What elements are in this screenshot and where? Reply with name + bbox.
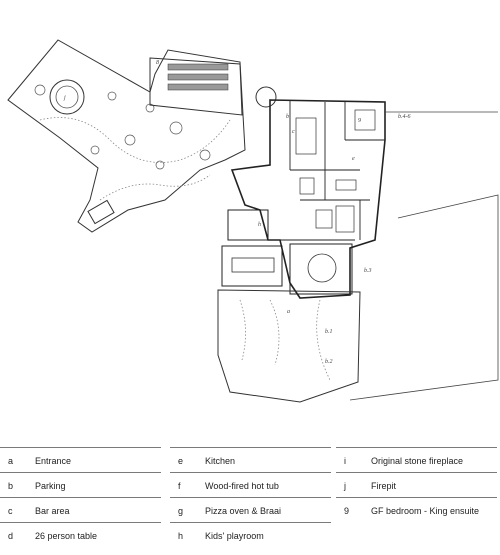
legend-label: Wood-fired hot tub	[205, 481, 279, 491]
legend-row: b Parking	[0, 472, 161, 497]
lounge-round-table	[307, 253, 337, 283]
top-structure	[149, 57, 243, 116]
legend-key: j	[344, 481, 346, 491]
furniture	[295, 109, 376, 233]
legend-label: Parking	[35, 481, 66, 491]
label-b: b	[286, 114, 289, 120]
legend-label: Original stone fireplace	[371, 456, 464, 466]
garden-path-2	[99, 174, 211, 201]
legend-label: Kids' playroom	[205, 531, 264, 541]
label-b-4-6: b.4-6	[398, 113, 411, 120]
label-a: a	[287, 309, 290, 315]
legend-col-1: a Entrance b Parking c Bar area d 26 person …	[0, 447, 161, 547]
label-b-2: b.2	[325, 359, 333, 365]
label-9: 9	[358, 118, 361, 124]
legend-row: i Original stone fireplace	[336, 447, 497, 472]
legend-label: Entrance	[35, 456, 72, 466]
label-b-1: b.1	[325, 329, 333, 335]
lower-garden	[217, 289, 361, 403]
firepit-circle	[49, 79, 85, 115]
legend-row: h Kids' playroom	[170, 522, 331, 547]
legend-label: GF bedroom - King ensuite	[371, 506, 480, 516]
firepit-inner	[55, 85, 79, 109]
lower-garden-beds	[239, 299, 331, 381]
legend-row: f Wood-fired hot tub	[170, 472, 331, 497]
site-boundary	[349, 194, 499, 401]
lounge-room	[289, 243, 353, 295]
legend-col-2: e Kitchen f Wood-fired hot tub g Pizza oven…	[170, 447, 331, 547]
legend-label: Pizza oven & Braai	[205, 506, 282, 516]
legend-label: 26 person table	[35, 531, 98, 541]
label-e: e	[352, 156, 355, 162]
legend-key: e	[178, 456, 184, 466]
legend-row: c Bar area	[0, 497, 161, 522]
legend-key: c	[8, 506, 13, 516]
dining-room	[221, 245, 283, 287]
legend-key: b	[8, 481, 14, 491]
legend-row: e Kitchen	[170, 447, 331, 472]
parking-pad	[87, 199, 115, 225]
legend-key: 9	[344, 506, 350, 516]
legend-label: Kitchen	[205, 456, 236, 466]
legend-col-3: i Original stone fireplace j Firepit 9 GF b…	[336, 447, 497, 522]
label-8: 8	[156, 60, 159, 66]
legend-key: g	[178, 506, 184, 516]
legend-row: d 26 person table	[0, 522, 161, 547]
trees	[34, 84, 211, 170]
legend-row: a Entrance	[0, 447, 161, 472]
legend-key: d	[8, 531, 14, 541]
floor-plan: b.4-6 b.3 b.1 b.2 a j 8 9 h e c b	[7, 39, 499, 403]
hot-tub	[255, 86, 277, 108]
garden-boundary	[7, 39, 246, 233]
legend-label: Bar area	[35, 506, 70, 516]
legend-key: f	[178, 481, 181, 491]
legend-key: i	[344, 456, 346, 466]
legend-key: a	[8, 456, 14, 466]
legend-row: 9 GF bedroom - King ensuite	[336, 497, 497, 522]
solar-panels	[167, 63, 229, 91]
legend-key: h	[178, 531, 184, 541]
label-h: h	[258, 222, 261, 228]
label-b-3: b.3	[364, 268, 372, 274]
interior-walls	[280, 100, 385, 241]
playroom	[227, 209, 269, 241]
label-j: j	[63, 95, 66, 101]
table-d	[231, 257, 275, 273]
legend-row: j Firepit	[336, 472, 497, 497]
label-c: c	[292, 129, 295, 135]
legend-label: Firepit	[371, 481, 397, 491]
legend-row: g Pizza oven & Braai	[170, 497, 331, 522]
legend: a Entrance b Parking c Bar area d 26 person …	[0, 447, 500, 547]
